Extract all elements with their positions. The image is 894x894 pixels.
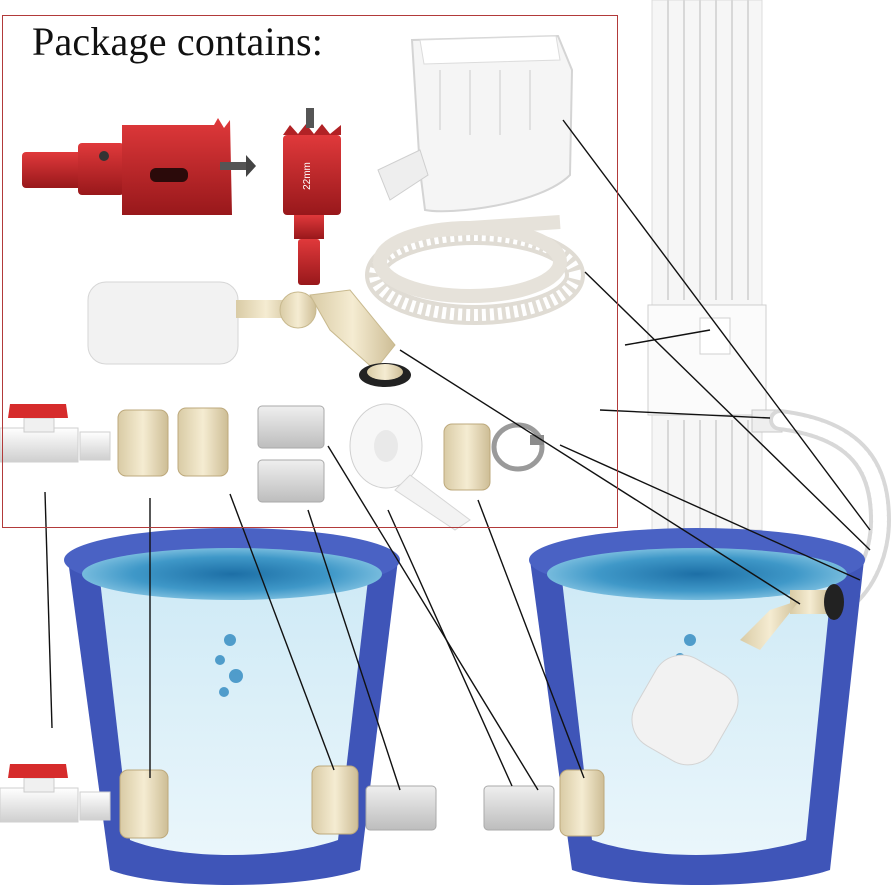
bulkhead-fittings bbox=[117, 407, 491, 491]
downspout bbox=[647, 0, 783, 531]
leader-lines bbox=[44, 119, 871, 791]
installed-adapters bbox=[365, 785, 555, 831]
drill-pilot-bit bbox=[220, 155, 256, 177]
installed-hose bbox=[769, 409, 892, 611]
installed-ball-valve bbox=[0, 764, 111, 823]
installed-float-valve bbox=[631, 584, 844, 766]
red-drill-bit-small: 22mm bbox=[283, 108, 341, 285]
red-drill-bit-large bbox=[22, 118, 256, 215]
ball-valve bbox=[0, 404, 111, 463]
package-title: Package contains: bbox=[32, 19, 324, 64]
installed-bulkheads bbox=[119, 765, 605, 839]
threaded-adapters bbox=[257, 405, 325, 503]
mesh-hose bbox=[365, 215, 585, 325]
ptfe-tape bbox=[349, 403, 471, 531]
drill-size-label: 22mm bbox=[302, 162, 313, 190]
right-bucket bbox=[529, 528, 865, 885]
package-frame bbox=[2, 15, 618, 528]
downspout-diverter bbox=[377, 34, 574, 213]
float-valve bbox=[87, 281, 411, 387]
